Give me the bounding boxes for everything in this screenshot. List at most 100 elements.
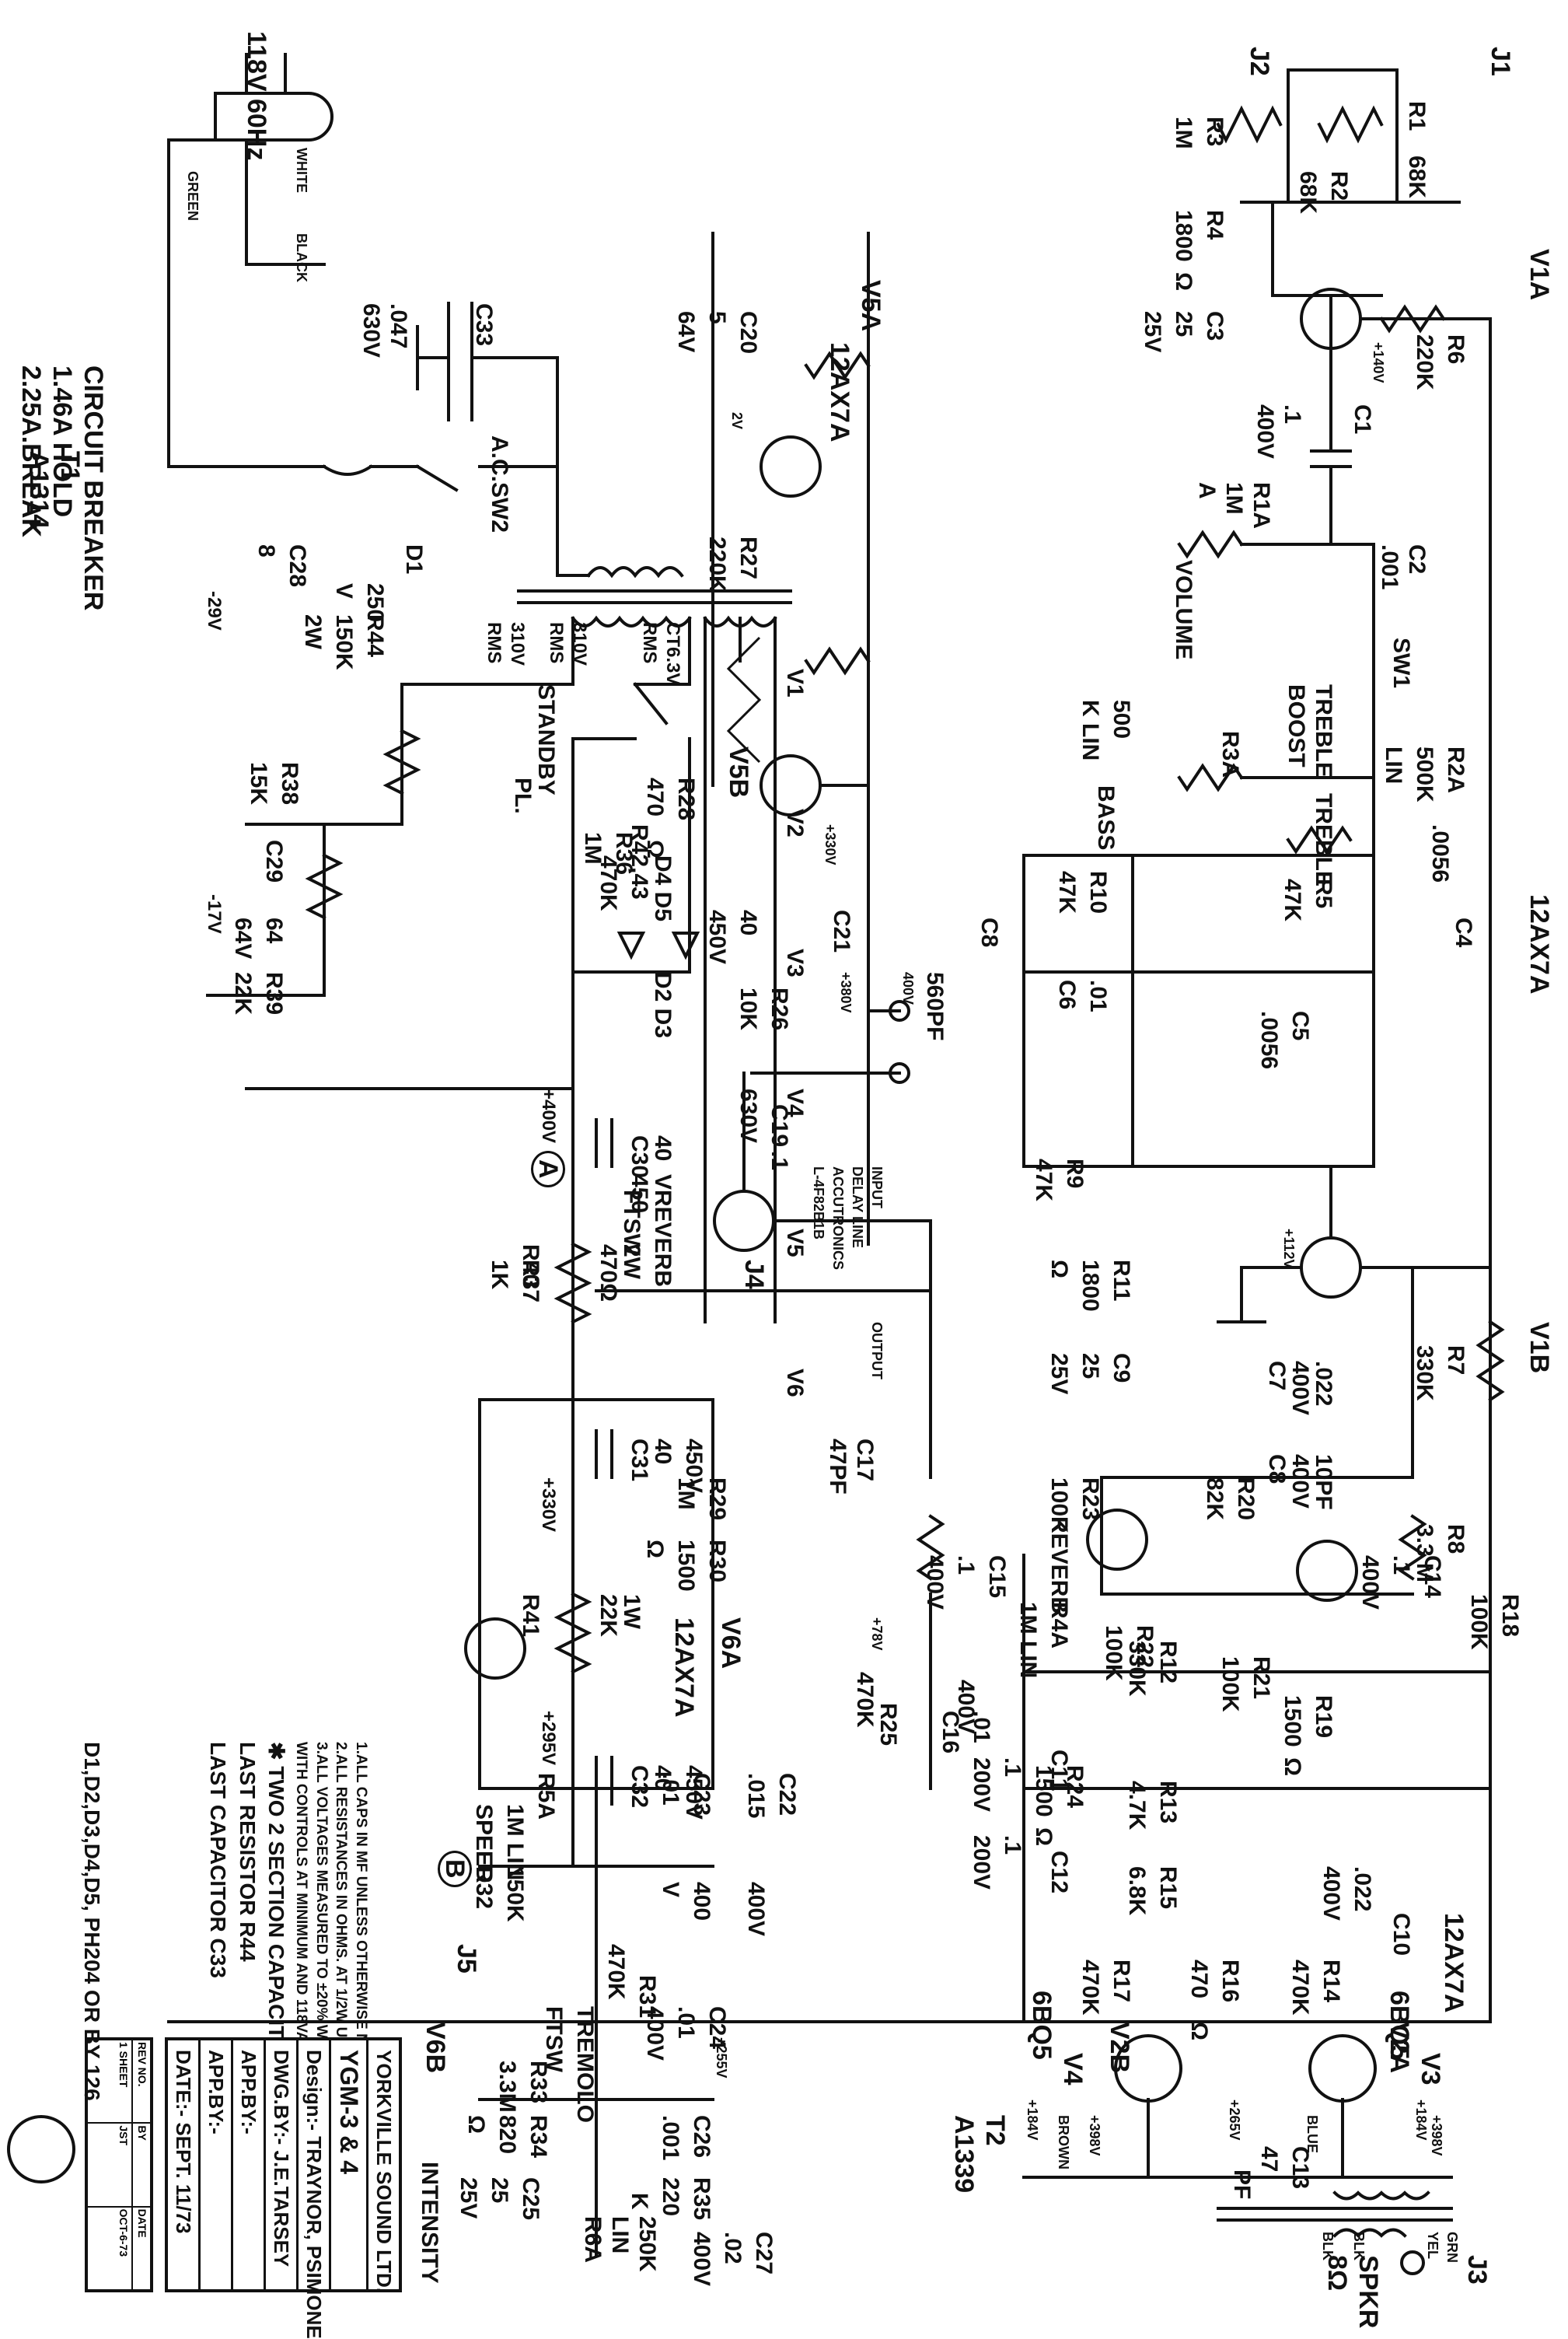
jack-j2[interactable]: J2 <box>1245 47 1274 76</box>
r34-value: 820 <box>494 2115 520 2155</box>
r12-label: R12 <box>1155 1641 1181 1684</box>
c29-value: 64 <box>261 918 287 944</box>
c16-voltage: 400V <box>953 1680 979 1735</box>
c24-voltage: 400V <box>642 2006 668 2061</box>
r38-value: 15K <box>246 762 271 806</box>
r36-label: R36 <box>611 832 637 876</box>
t1-part: A1314 <box>24 451 54 530</box>
r5-label: R5 <box>1311 879 1336 909</box>
r24-label: R24 <box>1062 1765 1088 1809</box>
sw2-label[interactable]: A.C.SW2 <box>487 435 512 533</box>
r30-unit: Ω <box>642 1540 668 1559</box>
c30-v: V <box>650 1174 676 1190</box>
r13-label: R13 <box>1155 1781 1181 1824</box>
heater-v3: V3 <box>782 949 808 977</box>
r18-value: 100K <box>1466 1594 1492 1650</box>
bass-control[interactable]: BASS <box>1093 785 1119 851</box>
tb-dwg: DWG.BY:- J.E.TARSEY <box>266 2040 299 2289</box>
r16-value: 470 <box>1186 1960 1212 1999</box>
r16-label: R16 <box>1217 1960 1243 2003</box>
r15-label: R15 <box>1155 1866 1181 1910</box>
jack-j1[interactable]: J1 <box>1486 47 1515 76</box>
d2d3-label: D2 D3 <box>650 972 676 1039</box>
c6-label: C6 <box>1054 980 1080 1010</box>
r28-value: 470 <box>642 778 668 817</box>
c15-label: C15 <box>984 1555 1010 1599</box>
tremolo-fsw-1: TREMOLO <box>572 2006 598 2123</box>
standby-switch[interactable]: STANDBY <box>533 684 559 795</box>
v250: 250 <box>362 583 388 623</box>
revision-table: REV NO. BY DATE 1 SHEET JST OCT-6-73 <box>85 2037 153 2292</box>
plus2v: 2V <box>729 412 745 430</box>
r27-label: R27 <box>735 537 761 580</box>
c5-value: .0056 <box>1256 1011 1282 1070</box>
speaker-ohms: 8Ω <box>1322 2255 1352 2292</box>
c31-value: 40 <box>650 1439 676 1465</box>
r26-value: 10K <box>735 988 761 1031</box>
r18-label: R18 <box>1497 1594 1523 1638</box>
plus265v: +265V <box>1227 2100 1242 2141</box>
r33-value: 3.3M <box>494 2061 520 2113</box>
c18-voltage: 400V <box>900 972 916 1005</box>
r4-label: R4 <box>1202 210 1228 240</box>
c20-voltage: 64V <box>673 311 699 353</box>
r19-label: R19 <box>1311 1695 1336 1739</box>
r10-label: R10 <box>1085 871 1111 914</box>
plus330v: +330V <box>538 1477 559 1533</box>
tube-v4: V4 <box>1058 2053 1088 2086</box>
treble-boost-1: TREBLE <box>1311 684 1336 778</box>
c14-value: .1 <box>1388 1555 1414 1575</box>
rev-header: REV NO. BY DATE <box>133 2040 150 2289</box>
c21-voltage: 450 <box>704 910 730 949</box>
r35-unit: K <box>627 2193 652 2210</box>
r2a-value: 500K <box>1412 746 1437 802</box>
c18-value: 560PF <box>922 972 948 1041</box>
c23-voltage: 400 <box>689 1882 714 1921</box>
c10-label: C10 <box>1388 1913 1414 1956</box>
r6a-value: 250K <box>634 2216 660 2272</box>
c12-label: C12 <box>1046 1851 1072 1894</box>
r19-unit: Ω <box>1280 1757 1305 1777</box>
rev-v3: OCT-6-73 <box>88 2205 131 2289</box>
treble-control[interactable]: TREBLE <box>1311 793 1336 886</box>
jack-j3[interactable]: J3 <box>1462 2255 1492 2285</box>
r23-value: 100K <box>1046 1477 1072 1533</box>
tube-v3-type: 6BQ5 <box>1385 1991 1414 2060</box>
jack-j4[interactable]: J4 <box>739 1260 769 1289</box>
c3-voltage: 25V <box>1140 311 1165 353</box>
mains-label: 118V 60Hz <box>242 31 271 161</box>
intensity-control[interactable]: INTENSITY <box>417 2162 442 2284</box>
r30-label: R30 <box>704 1540 730 1583</box>
r4-value: 1800 <box>1171 210 1196 262</box>
c3-label: C3 <box>1202 311 1228 341</box>
c29-voltage: 64V <box>230 918 256 960</box>
heater-v2: V2 <box>782 809 808 837</box>
c32-label: C32 <box>627 1765 652 1809</box>
r34-label: R34 <box>526 2115 551 2159</box>
c8-voltage: 400V <box>1287 1454 1313 1509</box>
r37-label: R37 <box>518 1260 543 1303</box>
c25-value: 25 <box>487 2177 512 2204</box>
r40-value: 470Ω <box>595 1244 621 1302</box>
r16-unit: Ω <box>1186 2022 1212 2041</box>
c25-voltage: 25V <box>456 2177 481 2219</box>
c1-label: C1 <box>1350 404 1375 435</box>
volume-control[interactable]: VOLUME <box>1171 560 1196 660</box>
r3-value: 1M <box>1171 117 1196 149</box>
r26-label: R26 <box>767 988 792 1031</box>
c26-label: C26 <box>689 2115 714 2159</box>
c21-v: V <box>704 949 730 965</box>
sw1-switch[interactable]: SW1 <box>1388 638 1414 689</box>
tb-company: YORKVILLE SOUND LTD. <box>372 2050 396 2293</box>
c8-label: C8 <box>1264 1454 1290 1484</box>
c4-value: .0056 <box>1427 824 1453 883</box>
r38-label: R38 <box>277 762 302 806</box>
c7-value: .022 <box>1311 1361 1336 1407</box>
jack-j5[interactable]: J5 <box>452 1944 481 1974</box>
r3-label: R3 <box>1202 117 1228 147</box>
tube-v2b: V2B <box>1105 2022 1134 2074</box>
c14-voltage: 400V <box>1357 1555 1383 1610</box>
heater-rms: RMS <box>639 622 660 664</box>
plus184-a: +184V <box>1413 2100 1429 2141</box>
